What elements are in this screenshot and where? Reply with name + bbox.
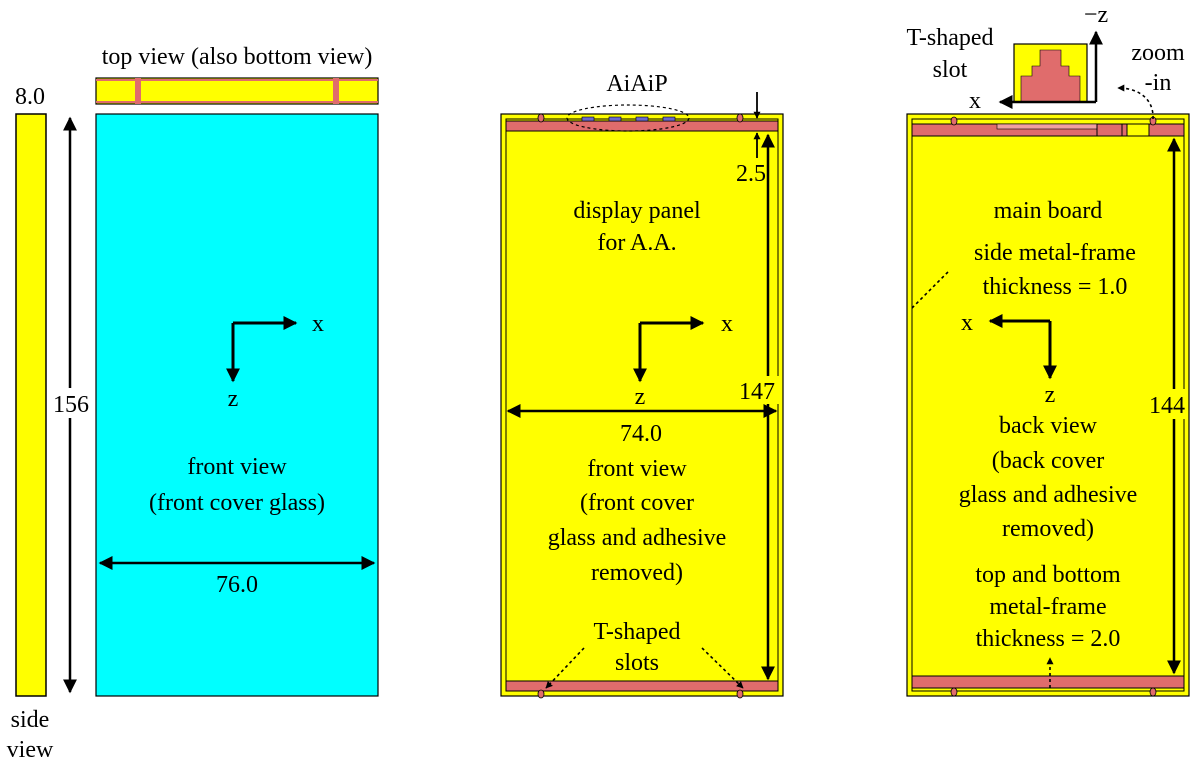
tb-frame-label-line1: top and bottom: [975, 562, 1121, 588]
back-title-line1: back view: [999, 413, 1098, 439]
zoom-in-label-line2: -in: [1145, 70, 1172, 96]
main-board-label: main board: [994, 198, 1103, 224]
top-view-strip: [95, 77, 379, 105]
width-dimension-label: 76.0: [216, 572, 258, 598]
aiaip-highlight: [566, 104, 690, 132]
panel-label-line2: for A.A.: [597, 230, 676, 256]
side-view-label-line1: side: [11, 707, 50, 733]
t-shaped-slot-shape: [1020, 49, 1081, 103]
front-cover-glass: [95, 113, 379, 697]
feed-line: [996, 123, 1098, 130]
x-axis-label: x: [721, 311, 733, 337]
slot-marker: [1149, 687, 1157, 697]
bottom-metal-frame: [505, 680, 779, 692]
tb-frame-label-line2: metal-frame: [989, 594, 1106, 620]
z-axis-label: z: [1045, 382, 1056, 408]
back-title-line3: glass and adhesive: [959, 482, 1138, 508]
side-view-label-line2: view: [7, 737, 54, 763]
side-view-body: [15, 113, 47, 697]
side-frame-pointer: [911, 271, 949, 309]
side-thickness-label: 8.0: [15, 84, 45, 110]
width-dimension-label: 74.0: [620, 421, 662, 447]
bottom-metal-frame: [911, 675, 1185, 689]
middle-title-line3: glass and adhesive: [548, 525, 727, 551]
frame-dim-label: 2.5: [736, 161, 766, 187]
top-view: top view (also bottom view): [95, 44, 379, 105]
height-dimension-label: 156: [53, 392, 89, 418]
x-axis-label: x: [312, 311, 324, 337]
z-axis-label: z: [228, 386, 239, 412]
height-dimension-bg: [734, 376, 782, 404]
front-view-title-line2: (front cover glass): [149, 490, 325, 516]
back-title-line2: (back cover: [992, 448, 1105, 474]
right-view-body: [906, 113, 1190, 697]
inset-x-axis-label: x: [969, 88, 981, 114]
slots-label-line2: slots: [615, 650, 659, 676]
top-metal-frame: [505, 120, 779, 132]
zoom-slot-label-line2: slot: [933, 57, 968, 83]
x-axis-label: x: [961, 310, 973, 336]
height-dimension-label: 144: [1149, 393, 1185, 419]
height-dimension-bg: [1150, 389, 1186, 419]
slot-marker: [537, 689, 545, 699]
height-dimension-label: 147: [739, 379, 775, 405]
middle-title-line1: front view: [587, 456, 687, 482]
slot-marker: [950, 116, 958, 126]
zoom-in-pointer: [1117, 84, 1154, 120]
slot-marker: [736, 113, 744, 123]
side-frame-label-line2: thickness = 1.0: [983, 274, 1128, 300]
top-view-slot: [333, 78, 339, 104]
aiaip-array: [581, 116, 676, 122]
side-view: 8.0 side view: [7, 84, 54, 763]
middle-title-line4: removed): [591, 560, 683, 586]
zoom-inset: [1013, 43, 1088, 103]
back-title-line4: removed): [1002, 516, 1094, 542]
feed-block: [1096, 123, 1123, 137]
minus-z-axis-label: −z: [1084, 2, 1108, 28]
front-view-title-line1: front view: [187, 454, 287, 480]
zoom-slot-label-line1: T-shaped: [906, 25, 993, 51]
middle-view: AiAiP 2.5 display panel for A.A. 147 x z…: [500, 71, 784, 699]
zoom-in-label-line1: zoom: [1131, 40, 1185, 66]
top-view-label: top view (also bottom view): [102, 44, 373, 70]
slots-label-line1: T-shaped: [593, 619, 680, 645]
z-axis-label: z: [635, 384, 646, 410]
slot-marker: [736, 689, 744, 699]
aiaip-label: AiAiP: [606, 71, 667, 97]
slot-marker: [537, 113, 545, 123]
panel-label-line1: display panel: [573, 198, 701, 224]
tb-frame-label-line3: thickness = 2.0: [976, 626, 1121, 652]
height-dimension-bg: [50, 388, 94, 418]
top-view-slot: [135, 78, 141, 104]
front-view-glass: 156 x z front view (front cover glass) 7…: [50, 113, 379, 697]
middle-title-line2: (front cover: [580, 490, 694, 516]
side-frame-label-line1: side metal-frame: [974, 240, 1136, 266]
right-view: T-shaped slot −z x zoom -in main board s…: [906, 2, 1190, 697]
feed-gap: [1126, 123, 1150, 137]
slot-marker: [950, 687, 958, 697]
